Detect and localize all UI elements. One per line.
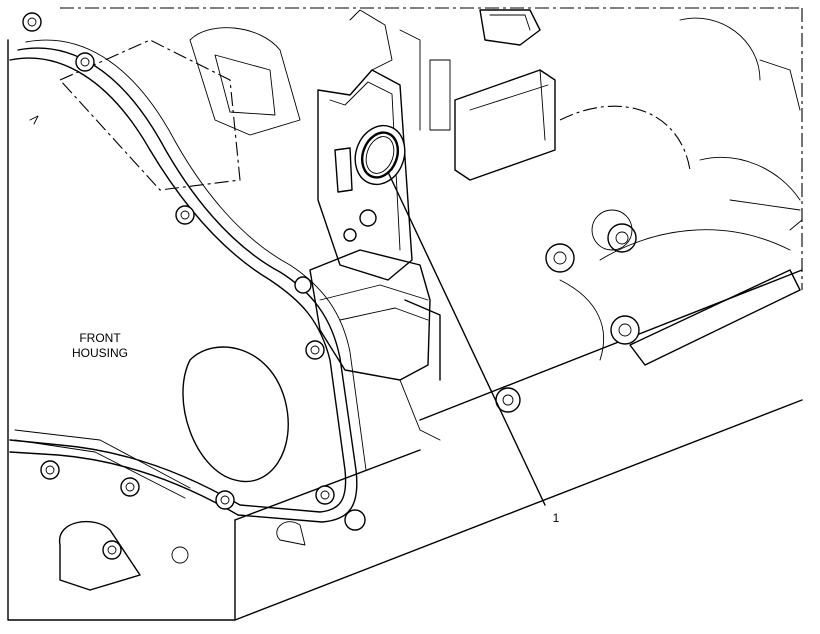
front-housing-label-line2: HOUSING [72, 346, 128, 360]
right-block-detail [454, 9, 803, 413]
callout-number-1: 1 [553, 511, 560, 525]
seal-part-1 [354, 124, 406, 186]
block-outline [7, 7, 803, 621]
front-housing [9, 27, 367, 523]
callout-leader-1 [387, 171, 546, 506]
housing-bolts [22, 12, 366, 564]
pump-housing [276, 249, 441, 546]
lower-left-boss [14, 429, 191, 591]
front-housing-label-line1: FRONT [79, 331, 121, 345]
